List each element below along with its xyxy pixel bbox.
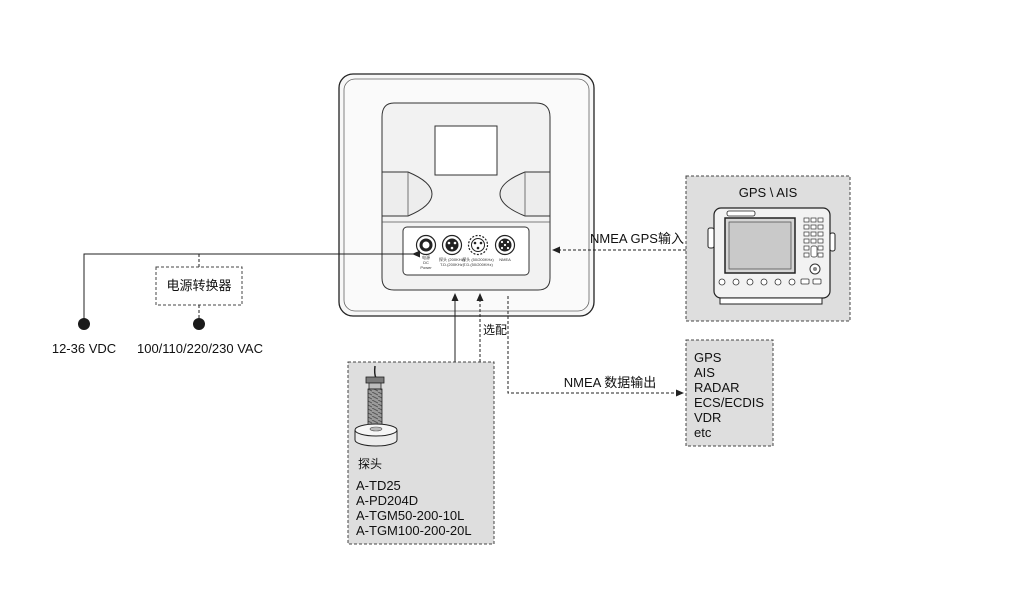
connector-transducer-200khz: 探头 (200KHz) T.D.(200KHz) [439, 234, 466, 267]
connector-nmea-label: NMEA [499, 257, 511, 262]
connector-power: 电源 DC Power [415, 234, 437, 270]
connector-td50-label: 探头 (50/200KHz) [462, 256, 494, 262]
output-item: VDR [694, 410, 721, 425]
transducer-model: A-PD204D [356, 493, 418, 508]
power-wiring: 电源转换器 12-36 VDC 100/110/220/230 VAC [52, 250, 420, 356]
gps-ais-keypad [803, 217, 824, 258]
transducer-box: 探头 A-TD25 A-PD204D A-TGM50-200-10L A-TGM… [347, 361, 495, 545]
ac-terminal [193, 318, 205, 330]
nmea-output-line: NMEA 数据输出 [507, 296, 684, 397]
transducer-model: A-TGM50-200-10L [356, 508, 464, 523]
output-item: AIS [694, 365, 715, 380]
connector-nmea: NMEA [494, 234, 516, 262]
power-converter-box [155, 266, 243, 306]
connector-power-label: 电源 [422, 254, 430, 260]
connector-td200-label: 探头 (200KHz) [439, 256, 466, 262]
connector-transducer-50-200khz: 探头 (50/200KHz) T.D.(50/200KHz) [462, 234, 494, 267]
connector-td50-label: T.D.(50/200KHz) [463, 262, 493, 267]
output-item: GPS [694, 350, 722, 365]
echo-sounder-unit: 电源 DC Power 探头 (200KHz) T.D.(200KHz) 探头 … [338, 73, 595, 317]
transducer-icon [354, 365, 398, 447]
connector-power-label: Power [420, 265, 432, 270]
nmea-gps-input-line: NMEA GPS输入 [552, 231, 686, 254]
output-devices-box: GPS AIS RADAR ECS/ECDIS VDR etc [685, 339, 774, 447]
nmea-gps-input-label: NMEA GPS输入 [590, 231, 684, 246]
transducer-title: 探头 [358, 457, 382, 471]
gps-ais-bracket [719, 297, 823, 305]
dc-voltage-label: 12-36 VDC [52, 341, 116, 356]
transducer-model: A-TGM100-200-20L [356, 523, 472, 538]
gps-ais-soft-keys [718, 278, 822, 286]
output-item: etc [694, 425, 712, 440]
gps-ais-title: GPS \ AIS [739, 185, 798, 200]
display-window [434, 125, 498, 176]
connector-td200-label: T.D.(200KHz) [440, 262, 465, 267]
left-mount-knob [381, 171, 433, 217]
transducer-lines: 选配 [451, 293, 507, 362]
output-item: RADAR [694, 380, 740, 395]
optional-label: 选配 [483, 323, 507, 337]
output-item: ECS/ECDIS [694, 395, 764, 410]
transducer-model: A-TD25 [356, 478, 401, 493]
dc-terminal [78, 318, 90, 330]
nmea-output-label: NMEA 数据输出 [564, 375, 656, 390]
ac-voltage-label: 100/110/220/230 VAC [137, 341, 263, 356]
gps-ais-device: GPS \ AIS [685, 175, 851, 322]
connector-power-label: DC [423, 260, 429, 265]
power-converter-label: 电源转换器 [166, 278, 231, 293]
